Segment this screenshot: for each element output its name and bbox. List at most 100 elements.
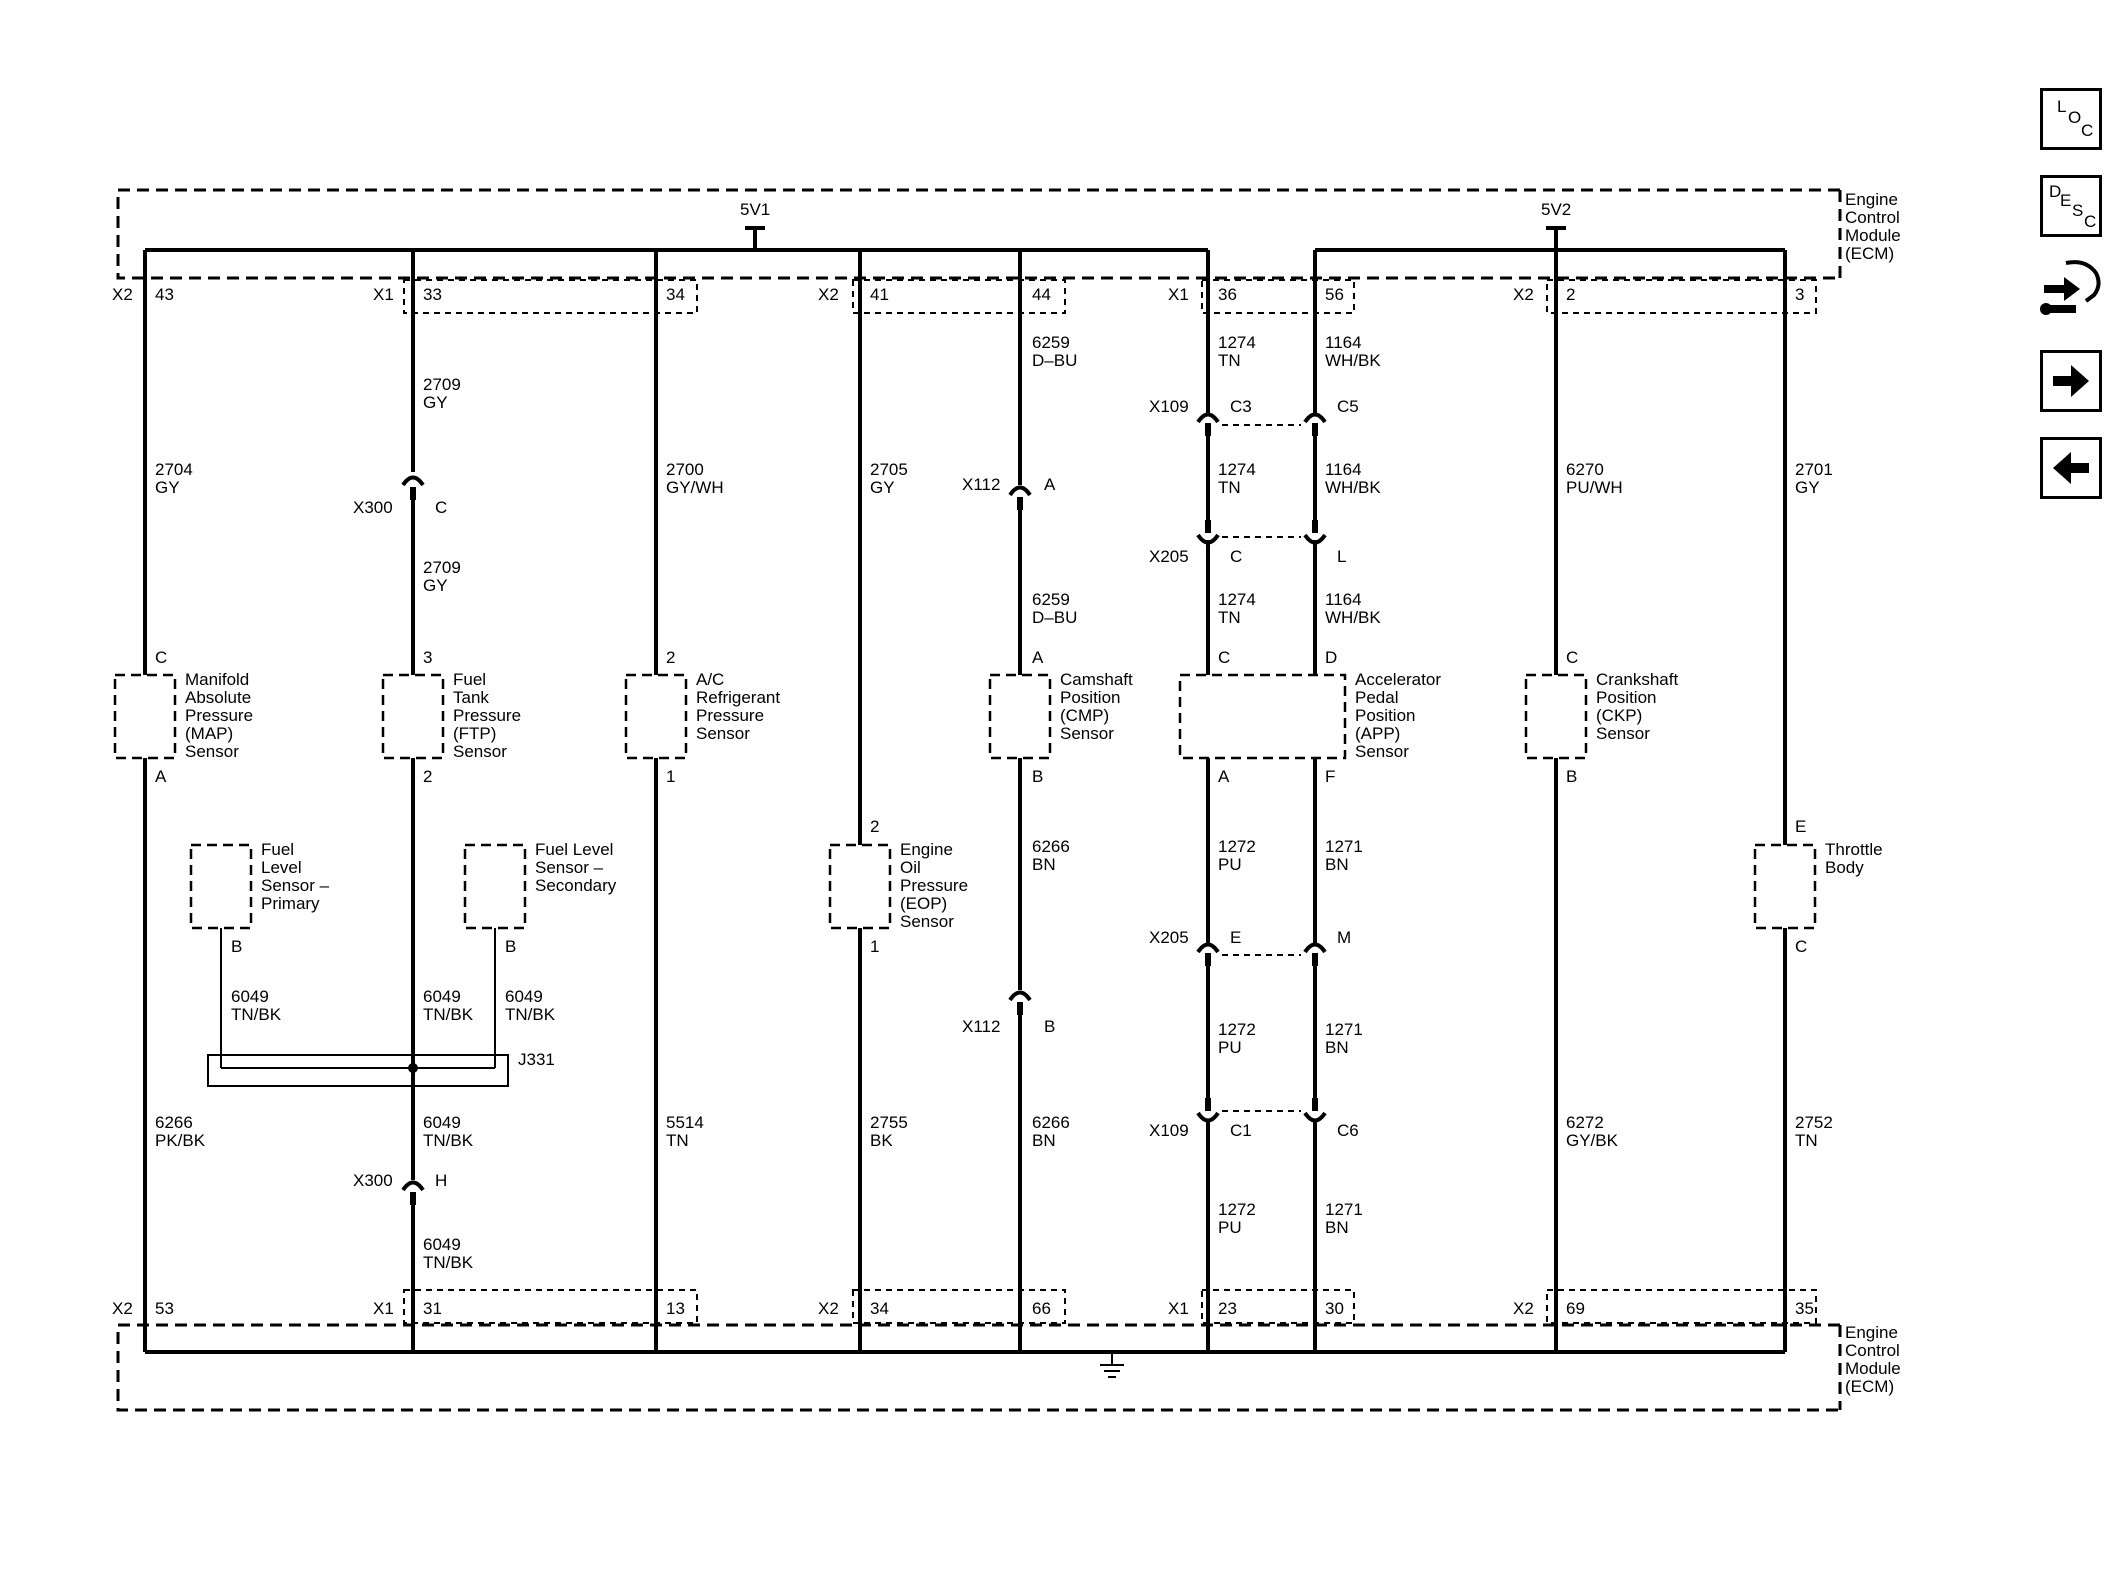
sensor-label: Pressure — [185, 706, 253, 725]
wire-color: TN/BK — [231, 1005, 282, 1024]
wire-num: 2704 — [155, 460, 193, 479]
top-pin-9: 3 — [1795, 285, 1804, 304]
sensor-label: Manifold — [185, 670, 249, 689]
sensor-label: (EOP) — [900, 894, 947, 913]
sensor-eop: 2 1 Engine Oil Pressure (EOP) Sensor — [870, 817, 968, 956]
sensor-label: Sensor — [1596, 724, 1650, 743]
inline-pin: E — [1230, 928, 1241, 947]
connector-tool-icon[interactable] — [2036, 255, 2106, 325]
conn-box-top-x2b — [1546, 279, 1817, 314]
top-pin-1: 43 — [155, 285, 174, 304]
inline-conn: X300 — [353, 498, 393, 517]
bot-pin-3: 13 — [666, 1299, 685, 1318]
wire-num: 6266 — [155, 1113, 193, 1132]
inline-pin: B — [1044, 1017, 1055, 1036]
ecm-top-box — [116, 188, 1842, 280]
bot-pin-4: 34 — [870, 1299, 889, 1318]
sensor-label: A/C — [696, 670, 724, 689]
wire-num: 1272 — [1218, 837, 1256, 856]
wire-num: 2709 — [423, 375, 461, 394]
wire-color: PU — [1218, 1038, 1242, 1057]
conn-box-top-x1a — [403, 279, 698, 314]
component-boxes — [113, 673, 1817, 930]
inline-conn: X112 — [962, 1017, 1000, 1036]
wire-num: 1164 — [1325, 460, 1362, 479]
splice-label: J331 — [518, 1050, 555, 1069]
wire-color: WH/BK — [1325, 478, 1381, 497]
splice-j331 — [207, 1054, 509, 1087]
inline-conn: X300 — [353, 1171, 393, 1190]
bot-pin-7: 30 — [1325, 1299, 1344, 1318]
sensor-label: Engine — [900, 840, 953, 859]
wire-color: BN — [1032, 1131, 1056, 1150]
ecm-bottom-box — [116, 1323, 1842, 1412]
inline-pin: C — [435, 498, 447, 517]
sensor-label: Camshaft — [1060, 670, 1133, 689]
wire-color: GY — [870, 478, 895, 497]
wire-num: 6049 — [505, 987, 543, 1006]
inline-pin: H — [435, 1171, 447, 1190]
pin-bottom: 1 — [666, 767, 675, 786]
loc-letter-l: L — [2057, 97, 2067, 116]
loc-button[interactable]: L O C — [2040, 88, 2102, 150]
top-conn-6: X1 — [1168, 285, 1189, 304]
wire-num: 2709 — [423, 558, 461, 577]
wire-runs — [143, 250, 1787, 1352]
pin-bottom: B — [505, 937, 516, 956]
wire-color: WH/BK — [1325, 608, 1381, 627]
top-conn-1: X2 — [112, 285, 133, 304]
wire-num: 2705 — [870, 460, 908, 479]
top-pin-4: 41 — [870, 285, 889, 304]
wire-color: BK — [870, 1131, 893, 1150]
top-pin-2: 33 — [423, 285, 442, 304]
conn-box-top-x1b — [1201, 279, 1355, 314]
sensor-label: Refrigerant — [696, 688, 780, 707]
ecm-name-top-3: Module — [1845, 226, 1901, 245]
pin-bottom: B — [231, 937, 242, 956]
sensor-label: Sensor — [1355, 742, 1409, 761]
wire-color: GY — [1795, 478, 1820, 497]
sensor-label: Sensor — [453, 742, 507, 761]
sensor-label: (CKP) — [1596, 706, 1642, 725]
pin-bottom: B — [1566, 767, 1577, 786]
wire-num: 6272 — [1566, 1113, 1604, 1132]
wire-color: GY/BK — [1566, 1131, 1619, 1150]
sensor-label: Sensor – — [261, 876, 330, 895]
sensor-label: Pressure — [453, 706, 521, 725]
ground-symbol — [1100, 1352, 1124, 1378]
ref-5v1 — [745, 226, 765, 250]
next-button[interactable] — [2040, 350, 2102, 412]
ecm-name-bottom-2: Control — [1845, 1341, 1900, 1360]
ecm-name-bottom-1: Engine — [1845, 1323, 1898, 1342]
inline-pin: C — [1230, 547, 1242, 566]
wire-color: GY — [423, 393, 448, 412]
wire-num: 6259 — [1032, 333, 1070, 352]
desc-button[interactable]: D E S C — [2040, 175, 2102, 237]
wire-num: 1274 — [1218, 333, 1256, 352]
sensor-label: Sensor — [185, 742, 239, 761]
sensor-label: Position — [1060, 688, 1120, 707]
pin-bottom: A — [1218, 767, 1230, 786]
top-pin-5: 44 — [1032, 285, 1051, 304]
sensor-label: Tank — [453, 688, 489, 707]
inline-conn: X112 — [962, 475, 1000, 494]
bot-pin-9: 35 — [1795, 1299, 1814, 1318]
wire-num: 6266 — [1032, 1113, 1070, 1132]
arrow-left-icon — [2053, 452, 2089, 484]
inline-conn: X109 — [1149, 397, 1189, 416]
wire-num: 6049 — [423, 987, 461, 1006]
sensor-ftp: 3 2 Fuel Tank Pressure (FTP) Sensor — [423, 648, 521, 786]
bot-conn-1: X2 — [112, 1299, 133, 1318]
desc-letter-e: E — [2060, 191, 2072, 210]
wire-color: PK/BK — [155, 1131, 206, 1150]
wire-color: D–BU — [1032, 608, 1077, 627]
wire-num: 6049 — [423, 1113, 461, 1132]
back-button[interactable] — [2040, 437, 2102, 499]
sensor-label: Sensor — [900, 912, 954, 931]
bot-conn-2: X1 — [373, 1299, 394, 1318]
sensor-app: C D A F Accelerator Pedal Position (APP)… — [1218, 648, 1441, 786]
sensor-label: Primary — [261, 894, 320, 913]
wire-num: 2701 — [1795, 460, 1833, 479]
ecm-name-top-1: Engine — [1845, 190, 1898, 209]
